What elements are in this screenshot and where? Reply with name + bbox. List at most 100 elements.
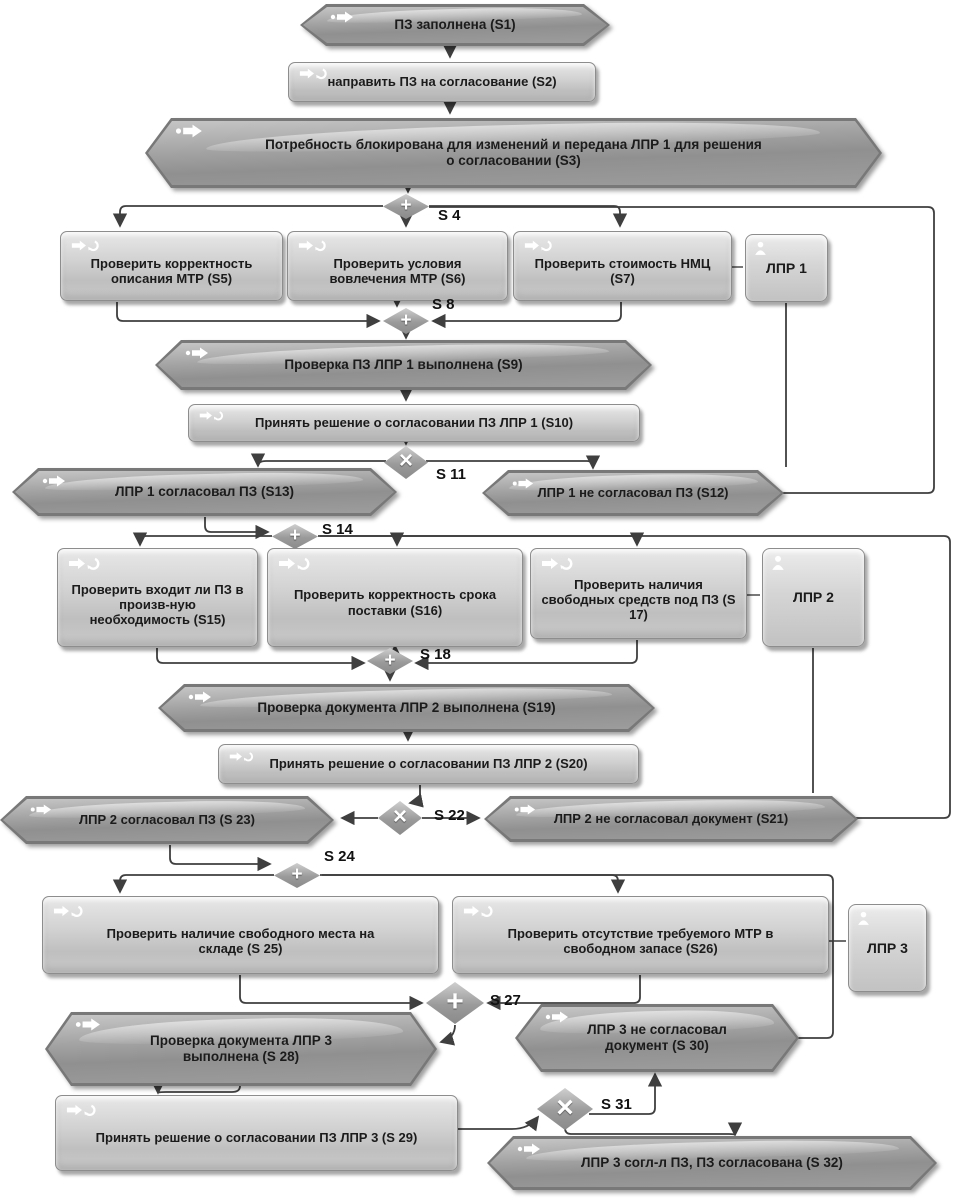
- event-label: ЛПР 3 не согласовал документ (S 30): [587, 1022, 727, 1053]
- task-s26[interactable]: Проверить отсутствие требуемого МТР в св…: [452, 896, 829, 974]
- task-s5[interactable]: Проверить корректность описания МТР (S5): [60, 231, 283, 301]
- gateway-plus-icon: +: [289, 525, 301, 546]
- dot-arrow-right-icon: [75, 1018, 101, 1036]
- dot-arrow-right-icon: [512, 476, 534, 494]
- event-s13[interactable]: ЛПР 1 согласовал ПЗ (S13): [12, 468, 397, 516]
- task-label: Проверить стоимость НМЦ (S7): [534, 255, 711, 286]
- gateway-x-icon: ×: [556, 1090, 574, 1124]
- task-label: Проверить корректность срока поставки (S…: [293, 587, 497, 618]
- approver-label: ЛПР 1: [766, 259, 807, 276]
- gateway-label-s4: S 4: [438, 207, 461, 224]
- task-s20[interactable]: Принять решение о согласовании ПЗ ЛПР 2 …: [218, 744, 639, 784]
- event-label: Проверка документа ЛПР 2 выполнена (S19): [257, 700, 556, 716]
- event-face: [490, 1139, 934, 1187]
- dot-arrow-right-icon: [514, 802, 536, 820]
- dot-arrow-right-icon: [185, 346, 209, 364]
- gateway-plus-icon: +: [400, 309, 412, 331]
- event-s28[interactable]: Проверка документа ЛПР 3 выполнена (S 28…: [45, 1012, 437, 1086]
- event-s21[interactable]: ЛПР 2 не согласовал документ (S21): [484, 796, 858, 842]
- arrow-refresh-icon: [68, 556, 102, 576]
- gateway-x-icon: ×: [398, 447, 413, 474]
- gateway-x-icon: ×: [392, 802, 407, 830]
- task-label: Проверить корректность описания МТР (S5): [90, 255, 253, 286]
- gateway-label-s27: S 27: [490, 992, 521, 1009]
- dot-arrow-right-icon: [517, 1142, 541, 1160]
- event-label: ЛПР 2 не согласовал документ (S21): [553, 811, 789, 827]
- task-s2[interactable]: направить ПЗ на согласование (S2): [288, 62, 596, 102]
- event-s23[interactable]: ЛПР 2 согласовал ПЗ (S 23): [0, 796, 334, 844]
- person-icon: [857, 911, 870, 931]
- arrow-refresh-icon: [298, 239, 328, 257]
- arrow-refresh-icon: [541, 556, 575, 576]
- dot-arrow-right-icon: [30, 802, 52, 820]
- arrow-refresh-icon: [53, 904, 85, 923]
- event-s32[interactable]: ЛПР 3 согл-л ПЗ, ПЗ согласована (S 32): [487, 1136, 937, 1190]
- gateway-label-s11: S 11: [436, 466, 467, 483]
- approver-lpr3[interactable]: ЛПР 3: [848, 904, 927, 992]
- event-face: [485, 473, 781, 513]
- event-s1[interactable]: ПЗ заполнена (S1): [300, 4, 610, 46]
- arrow-refresh-icon: [229, 749, 255, 767]
- task-s25[interactable]: Проверить наличие свободного места на ск…: [42, 896, 439, 974]
- event-s3[interactable]: Потребность блокирована для изменений и …: [145, 118, 882, 188]
- gateway-label-s31: S 31: [601, 1096, 632, 1113]
- task-label: Принять решение о согласовании ПЗ ЛПР 1 …: [254, 415, 574, 431]
- task-s17[interactable]: Проверить наличия свободных средств под …: [530, 548, 747, 639]
- event-label: Проверка документа ЛПР 3 выполнена (S 28…: [150, 1033, 332, 1064]
- task-label: Проверить входит ли ПЗ в произв-ную необ…: [71, 581, 244, 628]
- event-label: ПЗ заполнена (S1): [394, 17, 516, 33]
- event-face: [158, 343, 649, 387]
- event-s9[interactable]: Проверка ПЗ ЛПР 1 выполнена (S9): [155, 340, 652, 390]
- task-label: Проверить наличия свободных средств под …: [541, 576, 736, 623]
- person-icon: [771, 555, 785, 576]
- task-s29[interactable]: Принять решение о согласовании ПЗ ЛПР 3 …: [55, 1095, 458, 1171]
- gateway-label-s8: S 8: [432, 296, 455, 313]
- arrow-refresh-icon: [199, 408, 225, 426]
- approver-lpr1[interactable]: ЛПР 1: [745, 234, 828, 302]
- arrow-refresh-icon: [463, 904, 495, 923]
- event-s19[interactable]: Проверка документа ЛПР 2 выполнена (S19): [158, 684, 655, 732]
- task-s7[interactable]: Проверить стоимость НМЦ (S7): [513, 231, 732, 301]
- task-label: Проверить отсутствие требуемого МТР в св…: [507, 925, 774, 956]
- event-face: [148, 121, 879, 185]
- event-face: [3, 799, 331, 841]
- event-s12[interactable]: ЛПР 1 не согласовал ПЗ (S12): [482, 470, 784, 516]
- arrow-refresh-icon: [524, 239, 554, 257]
- task-s15[interactable]: Проверить входит ли ПЗ в произв-ную необ…: [57, 548, 258, 647]
- dot-arrow-right-icon: [42, 474, 66, 492]
- gateway-plus-icon: +: [384, 649, 396, 671]
- gateway-plus-icon: +: [291, 864, 303, 885]
- gateway-label-s22: S 22: [434, 807, 465, 824]
- task-label: Принять решение о согласовании ПЗ ЛПР 2 …: [269, 756, 588, 772]
- gateway-label-s24: S 24: [324, 848, 355, 865]
- event-label: ЛПР 2 согласовал ПЗ (S 23): [79, 812, 255, 828]
- dot-arrow-right-icon: [330, 10, 354, 28]
- task-label: Проверить условия вовлечения МТР (S6): [329, 255, 466, 286]
- dot-arrow-right-icon: [545, 1010, 569, 1028]
- event-label: ЛПР 1 согласовал ПЗ (S13): [115, 484, 294, 500]
- task-label: Проверить наличие свободного места на ск…: [106, 925, 375, 956]
- approver-label: ЛПР 3: [867, 939, 908, 956]
- task-label: Принять решение о согласовании ПЗ ЛПР 3 …: [95, 1130, 418, 1146]
- task-s16[interactable]: Проверить корректность срока поставки (S…: [267, 548, 523, 647]
- event-face: [303, 7, 607, 43]
- task-s10[interactable]: Принять решение о согласовании ПЗ ЛПР 1 …: [188, 404, 640, 442]
- person-icon: [754, 241, 767, 261]
- event-label: ЛПР 1 не согласовал ПЗ (S12): [537, 485, 729, 501]
- event-face: [48, 1015, 434, 1083]
- arrow-refresh-icon: [71, 239, 101, 257]
- event-s30[interactable]: ЛПР 3 не согласовал документ (S 30): [515, 1004, 799, 1072]
- arrow-refresh-icon: [66, 1103, 98, 1122]
- event-face: [15, 471, 394, 513]
- event-face: [161, 687, 652, 729]
- event-label: Проверка ПЗ ЛПР 1 выполнена (S9): [284, 357, 523, 373]
- task-s6[interactable]: Проверить условия вовлечения МТР (S6): [287, 231, 508, 301]
- gateway-label-s18: S 18: [420, 646, 451, 663]
- dot-arrow-right-icon: [188, 690, 212, 708]
- approver-lpr2[interactable]: ЛПР 2: [762, 548, 865, 647]
- event-label: ЛПР 3 согл-л ПЗ, ПЗ согласована (S 32): [581, 1155, 843, 1171]
- event-label: Потребность блокирована для изменений и …: [265, 137, 762, 168]
- task-label: направить ПЗ на согласование (S2): [327, 74, 557, 90]
